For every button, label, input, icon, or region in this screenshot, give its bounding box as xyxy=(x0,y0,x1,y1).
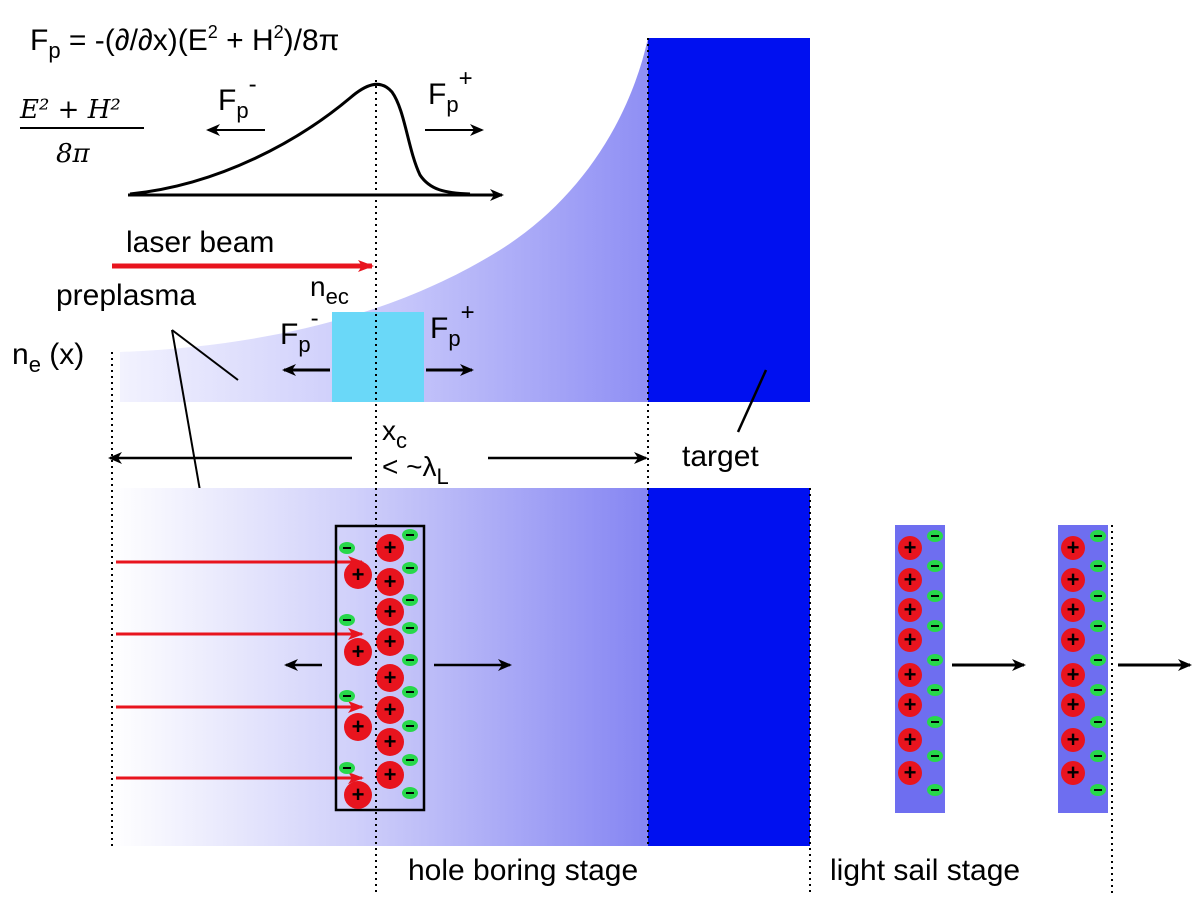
fp-minus-top-label: Fp- xyxy=(218,71,257,123)
ion-marker xyxy=(1061,728,1085,752)
ion-sign: + xyxy=(1067,662,1080,687)
ion-sign: + xyxy=(1067,692,1080,717)
ion-marker xyxy=(344,781,372,809)
ion-sign: + xyxy=(384,729,397,754)
ion-marker xyxy=(376,628,404,656)
ion-sign: + xyxy=(384,762,397,787)
pulse-envelope xyxy=(129,82,471,196)
ion-marker xyxy=(376,728,404,756)
energy-numerator: E² + H² xyxy=(19,95,121,125)
ion-marker xyxy=(898,728,922,752)
ion-marker xyxy=(898,536,922,560)
nec-label: nec xyxy=(310,271,349,309)
ion-marker xyxy=(1061,628,1085,652)
ion-sign: + xyxy=(1067,567,1080,592)
fp-plus-layer-label: Fp+ xyxy=(430,299,475,351)
ion-sign: + xyxy=(352,714,365,739)
ion-marker xyxy=(376,664,404,692)
density-profile xyxy=(120,38,648,402)
ion-marker xyxy=(376,568,404,596)
ion-marker xyxy=(898,568,922,592)
ion-sign: + xyxy=(1067,597,1080,622)
ion-marker xyxy=(376,598,404,626)
target-pointer xyxy=(736,369,768,433)
ion-sign: + xyxy=(904,567,917,592)
ion-sign: + xyxy=(384,535,397,560)
xc-label: xc xyxy=(382,415,407,453)
energy-denominator: 8π xyxy=(56,139,91,169)
ion-sign: + xyxy=(384,599,397,624)
ion-marker xyxy=(1061,761,1085,785)
charge-layer-box xyxy=(334,524,426,812)
ion-sign: + xyxy=(904,597,917,622)
target-top xyxy=(648,38,810,402)
ion-sign: + xyxy=(1067,535,1080,560)
ion-marker xyxy=(376,534,404,562)
ion-sign: + xyxy=(1067,727,1080,752)
ion-marker xyxy=(376,761,404,789)
preplasma-label: preplasma xyxy=(56,279,196,312)
ion-sign: + xyxy=(352,782,365,807)
ion-sign: + xyxy=(904,627,917,652)
ion-sign: + xyxy=(384,697,397,722)
ion-sign: + xyxy=(904,535,917,560)
target-bottom xyxy=(648,488,810,846)
ion-marker xyxy=(1061,693,1085,717)
ion-sign: + xyxy=(1067,760,1080,785)
target-label: target xyxy=(682,440,759,473)
ion-sign: + xyxy=(1067,627,1080,652)
ion-marker xyxy=(1061,598,1085,622)
ponderomotive-formula: Fp = -(∂/∂x)(E2 + H2)/8π xyxy=(30,22,339,63)
ion-sign: + xyxy=(904,692,917,717)
ion-marker xyxy=(1061,568,1085,592)
light-sail-charges: + + + + + + + + + + + + + + + + xyxy=(898,530,1106,796)
ion-marker xyxy=(1061,536,1085,560)
ion-sign: + xyxy=(352,639,365,664)
laser-arrows-group xyxy=(116,556,364,784)
ion-marker xyxy=(344,713,372,741)
hole-boring-stage-label: hole boring stage xyxy=(408,854,638,887)
ne-x-label: ne (x) xyxy=(12,338,84,377)
ion-sign: + xyxy=(904,727,917,752)
ion-marker xyxy=(1061,663,1085,687)
hole-boring-charges: + + + + + + + + + + + + xyxy=(339,529,418,809)
ion-sign: + xyxy=(384,629,397,654)
ion-sign: + xyxy=(352,562,365,587)
ion-marker xyxy=(898,598,922,622)
light-sail-stage-label: light sail stage xyxy=(830,854,1020,887)
ion-marker xyxy=(898,693,922,717)
ion-sign: + xyxy=(384,569,397,594)
ion-sign: + xyxy=(904,760,917,785)
laser-beam-label: laser beam xyxy=(126,226,274,259)
ion-marker xyxy=(376,696,404,724)
fp-plus-top-label: Fp+ xyxy=(428,65,473,117)
ion-marker xyxy=(898,663,922,687)
ion-marker xyxy=(898,628,922,652)
fp-minus-layer-label: Fp- xyxy=(280,305,319,357)
ion-sign: + xyxy=(384,665,397,690)
ion-marker xyxy=(344,561,372,589)
ion-sign: + xyxy=(904,662,917,687)
critical-density-layer xyxy=(332,312,424,402)
lambda-label: < ~λL xyxy=(382,451,449,489)
ion-marker xyxy=(898,761,922,785)
preplasma-pointer-top xyxy=(171,329,239,381)
ion-marker xyxy=(344,638,372,666)
